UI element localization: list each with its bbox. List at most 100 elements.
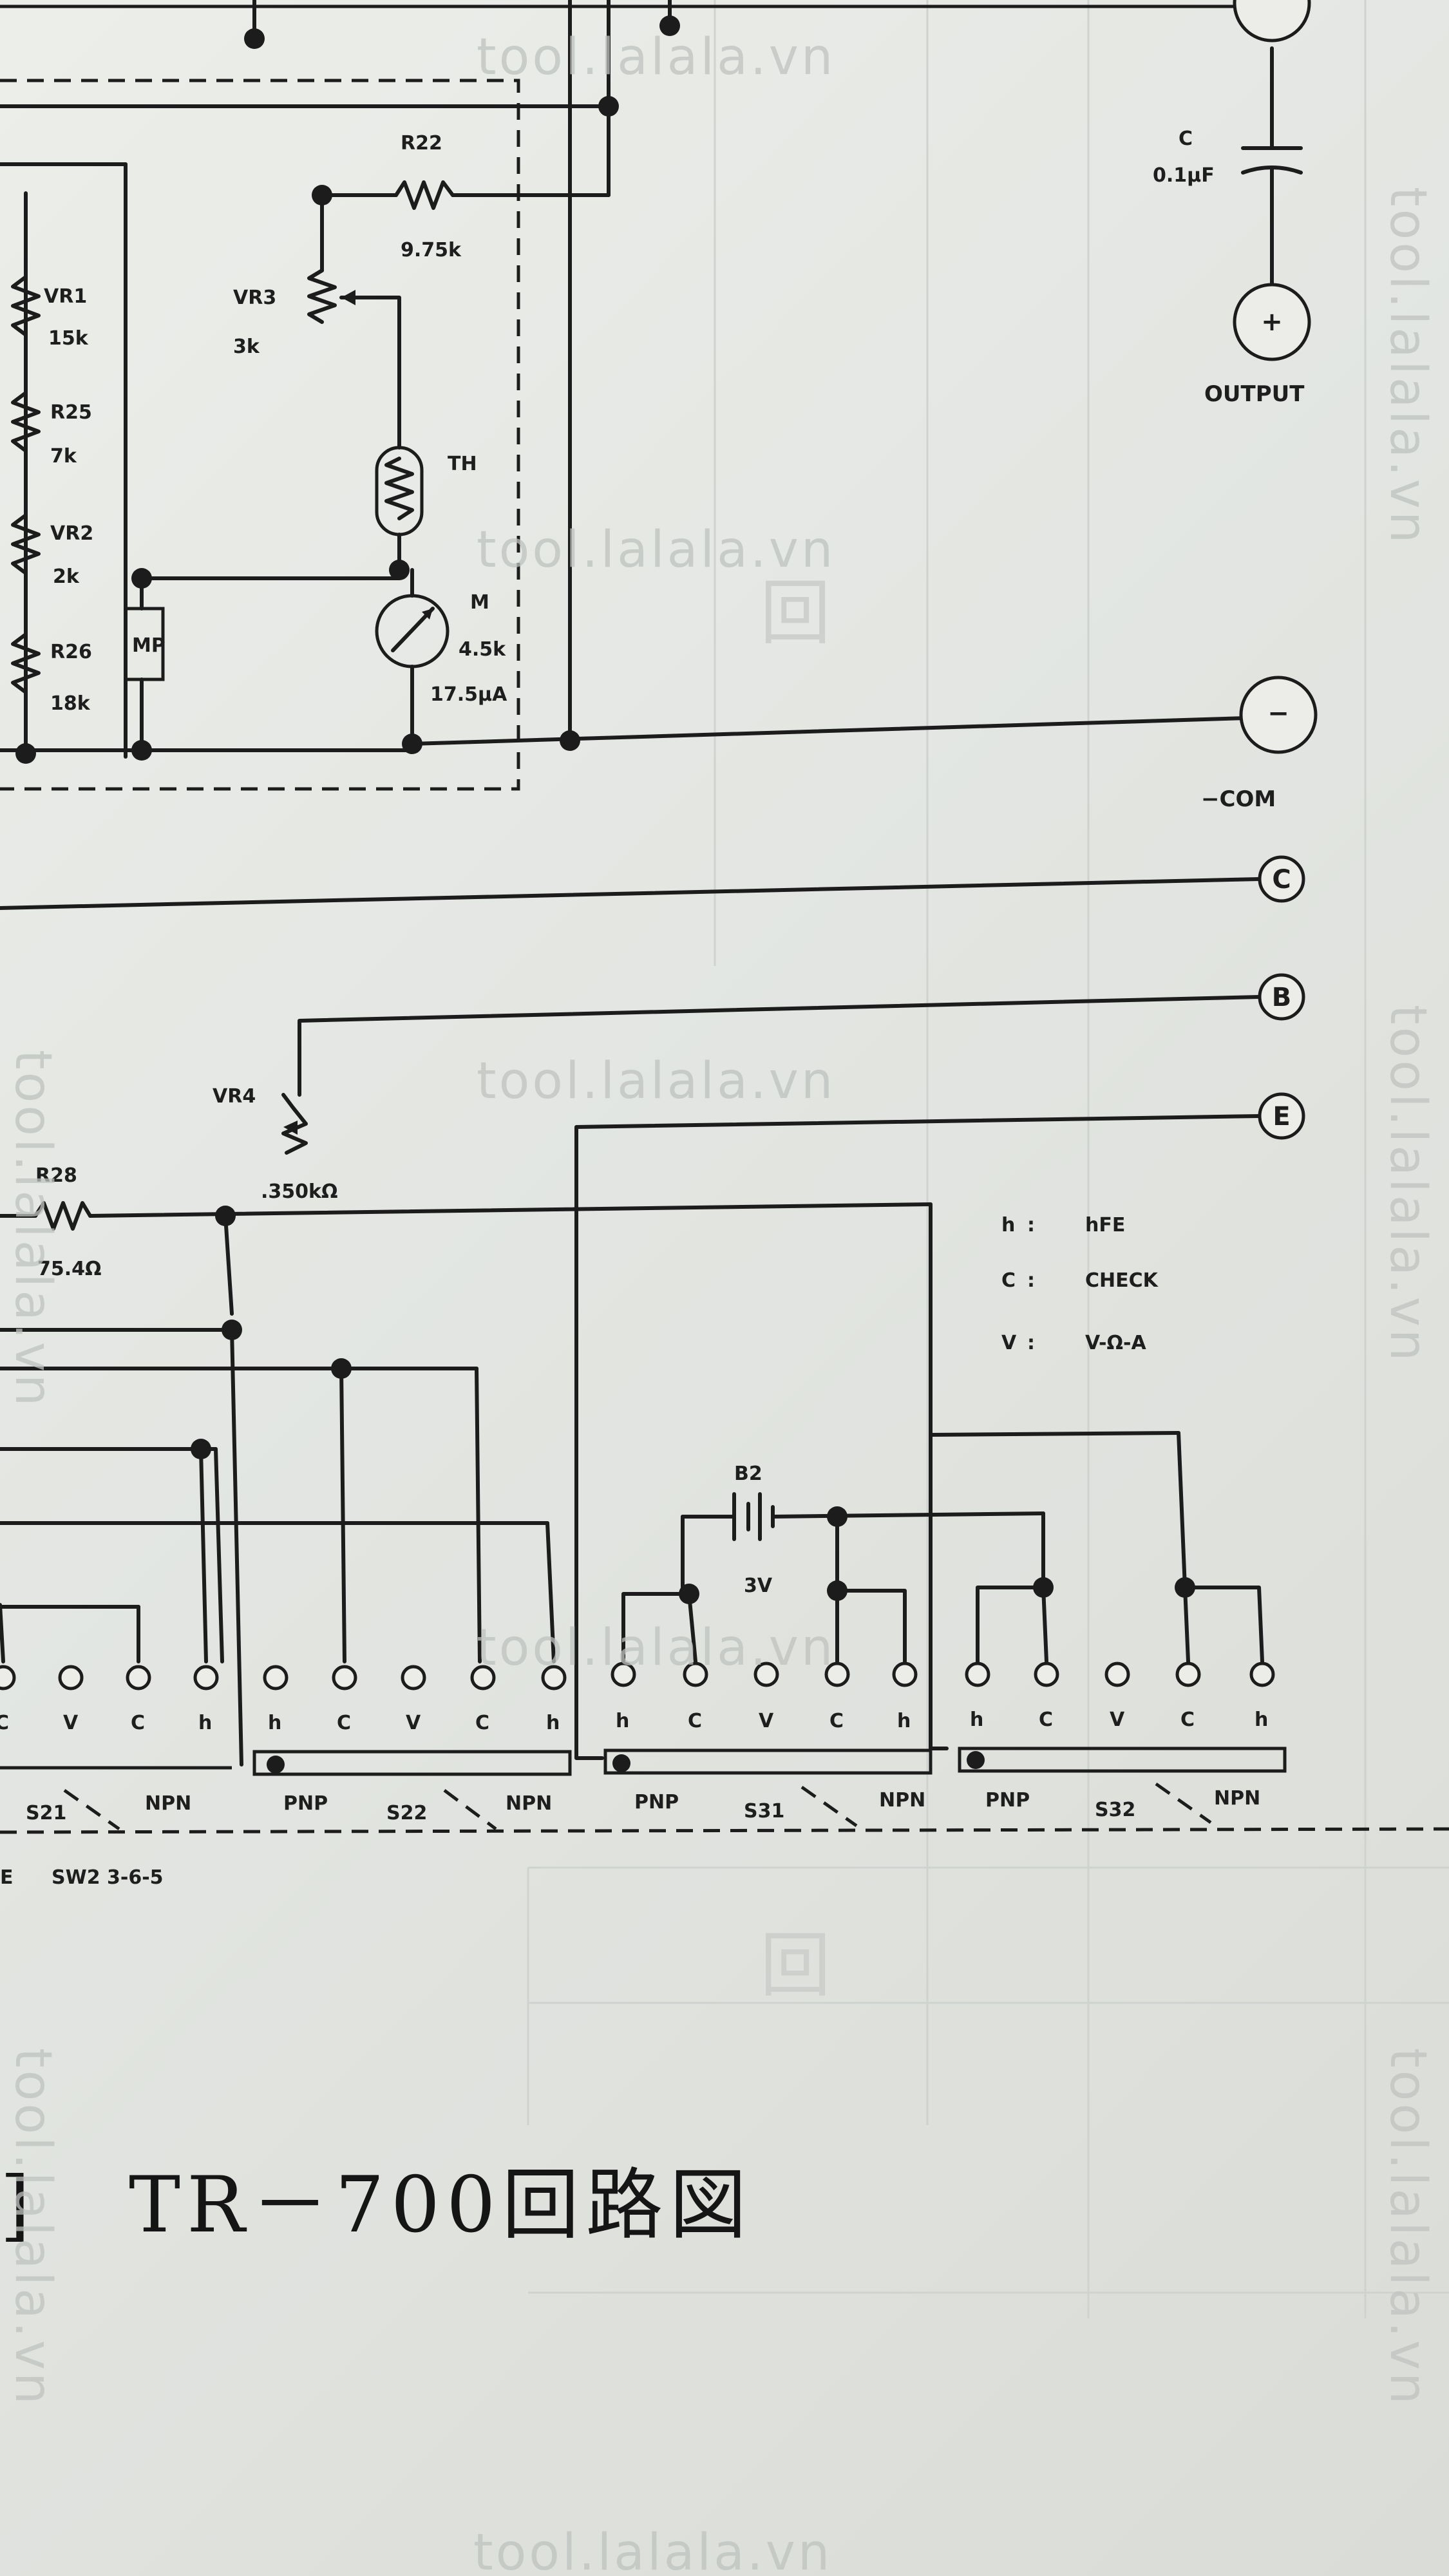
contact-label: V xyxy=(1110,1709,1125,1731)
mp-name: MP xyxy=(132,634,166,657)
vr4-name: VR4 xyxy=(213,1085,256,1108)
r22-name: R22 xyxy=(401,132,442,155)
switch-npn-label: NPN xyxy=(879,1789,925,1812)
switch-contact[interactable] xyxy=(753,1662,779,1687)
switch-name: S22 xyxy=(386,1802,427,1824)
switch-contact[interactable] xyxy=(470,1665,496,1690)
contact-label: V xyxy=(63,1712,79,1734)
contact-label: h xyxy=(970,1709,983,1731)
switch-group-s21: C V C h S21 NPN xyxy=(0,1665,219,1824)
switch-contact[interactable] xyxy=(193,1665,219,1690)
cap-name: C xyxy=(1179,128,1193,150)
com-terminal-label: −COM xyxy=(1201,786,1276,812)
b-terminal[interactable]: B xyxy=(1258,973,1305,1021)
e-terminal-symbol: E xyxy=(1273,1102,1290,1132)
switch-npn-label: NPN xyxy=(506,1792,552,1815)
switch-pnp-label: PNP xyxy=(634,1791,679,1814)
switch-contact[interactable] xyxy=(263,1665,289,1690)
watermark: tool.lalala.vn xyxy=(1379,1005,1437,1363)
bleed-text: 回 xyxy=(760,572,831,654)
legend-sep: : xyxy=(1027,1332,1035,1354)
top-wiring xyxy=(0,0,1449,1834)
com-terminal-symbol: − xyxy=(1267,699,1289,728)
bleed-text: 回 xyxy=(760,1924,831,2007)
contact-label: C xyxy=(1039,1709,1053,1731)
legend: h : hFE C : CHECK V : V-Ω-A xyxy=(1001,1214,1159,1354)
switch-contact[interactable] xyxy=(611,1662,636,1687)
vr3-name: VR3 xyxy=(233,287,276,309)
legend-key: V xyxy=(1001,1332,1017,1354)
watermark: tool.lalala.vn xyxy=(473,2524,832,2576)
vr2-value: 2k xyxy=(53,565,80,588)
com-terminal[interactable]: − −COM xyxy=(1201,676,1318,812)
contact-label: h xyxy=(198,1712,212,1734)
contact-label: h xyxy=(1255,1709,1268,1731)
contact-label: V xyxy=(406,1712,421,1734)
switch-group-s32: h C V C h PNP S32 NPN xyxy=(965,1662,1275,1821)
b-terminal-symbol: B xyxy=(1272,983,1292,1012)
meter-resistance: 4.5k xyxy=(459,638,506,661)
switch-contact[interactable] xyxy=(0,1665,16,1690)
contact-label: C xyxy=(131,1712,145,1734)
switch-contact[interactable] xyxy=(965,1662,990,1687)
watermark: tool.lalala.vn xyxy=(1379,2048,1437,2407)
watermark: tool.lalala.vn xyxy=(4,1050,62,1408)
meter-name: M xyxy=(470,591,489,614)
r22-value: 9.75k xyxy=(401,239,462,261)
legend-text: hFE xyxy=(1085,1214,1125,1236)
switch-contact[interactable] xyxy=(126,1665,151,1690)
contact-label: C xyxy=(337,1712,351,1734)
th-name: TH xyxy=(448,453,477,475)
contact-label: V xyxy=(759,1710,774,1732)
switch-npn-label: NPN xyxy=(145,1792,191,1815)
switch-name: S32 xyxy=(1095,1799,1135,1821)
switch-group-s22: h C V C h PNP S22 NPN xyxy=(263,1665,567,1824)
legend-key: h xyxy=(1001,1214,1015,1236)
switch-npn-label: NPN xyxy=(1214,1787,1260,1810)
switch-contact[interactable] xyxy=(1104,1662,1130,1687)
r26-name: R26 xyxy=(50,641,92,663)
output-terminal-label: OUTPUT xyxy=(1204,381,1305,407)
contact-label: C xyxy=(829,1710,844,1732)
legend-sep: : xyxy=(1027,1269,1035,1292)
diagram-caption: TR－700回路図 xyxy=(129,2161,753,2250)
switch-contact[interactable] xyxy=(541,1665,567,1690)
vr1-name: VR1 xyxy=(44,285,87,308)
watermark: tool.lalala.vn xyxy=(477,521,835,579)
switch-group-s31: h C V C h PNP S31 NPN xyxy=(611,1662,925,1823)
contact-label: C xyxy=(475,1712,489,1734)
r28-name: R28 xyxy=(35,1164,77,1187)
switch-contact[interactable] xyxy=(1175,1662,1201,1687)
switch-contact[interactable] xyxy=(332,1665,357,1690)
contact-label: C xyxy=(0,1712,9,1734)
switch-bars xyxy=(0,1747,1287,1831)
output-terminal[interactable]: + OUTPUT xyxy=(1204,0,1311,407)
r25-name: R25 xyxy=(50,401,92,424)
vr3-value: 3k xyxy=(233,336,260,358)
switch-contact[interactable] xyxy=(683,1662,708,1687)
e-terminal[interactable]: E xyxy=(1258,1092,1305,1140)
watermarks: tool.lalala.vn tool.lalala.vn tool.lalal… xyxy=(4,28,1437,2576)
contact-label: C xyxy=(1180,1709,1195,1731)
switch-contact[interactable] xyxy=(401,1665,426,1690)
contact-label: h xyxy=(616,1710,629,1732)
watermark: tool.lalala.vn xyxy=(1379,187,1437,545)
contact-label: h xyxy=(546,1712,560,1734)
vr4-value: .350kΩ xyxy=(261,1180,337,1203)
r25-value: 7k xyxy=(50,445,77,468)
switch-note: SW2 3-6-5 xyxy=(52,1866,164,1889)
switch-contact[interactable] xyxy=(1249,1662,1275,1687)
output-terminal-symbol: + xyxy=(1261,307,1283,337)
cap-value: 0.1μF xyxy=(1153,164,1215,187)
switch-name: S21 xyxy=(26,1802,66,1824)
switch-pnp-label: PNP xyxy=(283,1792,328,1815)
background-grid: 回 回 xyxy=(527,0,1449,2318)
watermark: tool.lalala.vn xyxy=(477,28,835,86)
switch-contact[interactable] xyxy=(824,1662,850,1687)
switch-pnp-label: PNP xyxy=(985,1789,1030,1812)
switch-contact[interactable] xyxy=(892,1662,918,1687)
switch-contact[interactable] xyxy=(1034,1662,1059,1687)
switch-contact[interactable] xyxy=(58,1665,84,1690)
bottom-wiring xyxy=(0,995,1264,1766)
c-terminal[interactable]: C xyxy=(0,855,1305,910)
